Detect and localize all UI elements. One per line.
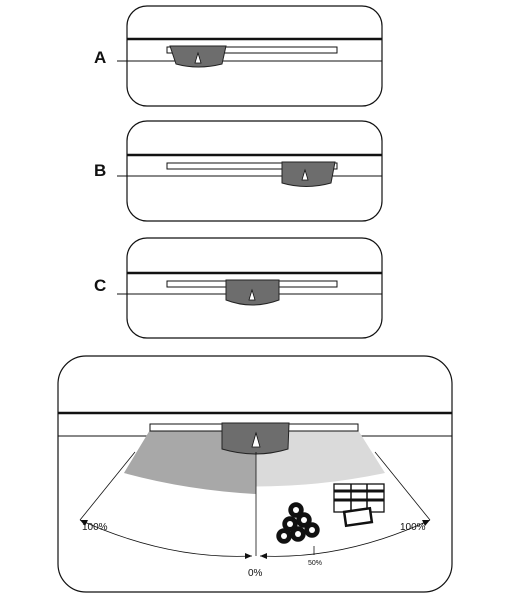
panel-c xyxy=(117,237,383,339)
knob-arrow-icon xyxy=(194,51,202,64)
knob-arrow-icon xyxy=(301,168,309,181)
label-left-100: 100% xyxy=(82,522,108,533)
measure-arc xyxy=(259,519,431,557)
left-edge-line xyxy=(79,451,136,521)
logs-icon xyxy=(276,502,320,544)
panel-label-c: C xyxy=(94,276,107,295)
panel-label-a: A xyxy=(94,48,107,67)
measure-arc xyxy=(79,519,253,557)
slider-knob-b[interactable] xyxy=(281,161,336,187)
panel-label-b: B xyxy=(94,161,107,180)
knob-arrow-icon xyxy=(248,288,256,301)
label-zero: 0% xyxy=(248,568,263,579)
right-edge-line xyxy=(374,451,431,521)
knob-arrow-icon xyxy=(251,431,261,448)
panel-b xyxy=(117,120,383,222)
panel-a xyxy=(117,5,383,107)
briquettes-icon xyxy=(333,483,385,528)
label-right-100: 100% xyxy=(400,522,426,533)
label-fifty: 50% xyxy=(308,560,322,567)
detail-panel: 100% 100% 0% 50% xyxy=(57,355,453,593)
